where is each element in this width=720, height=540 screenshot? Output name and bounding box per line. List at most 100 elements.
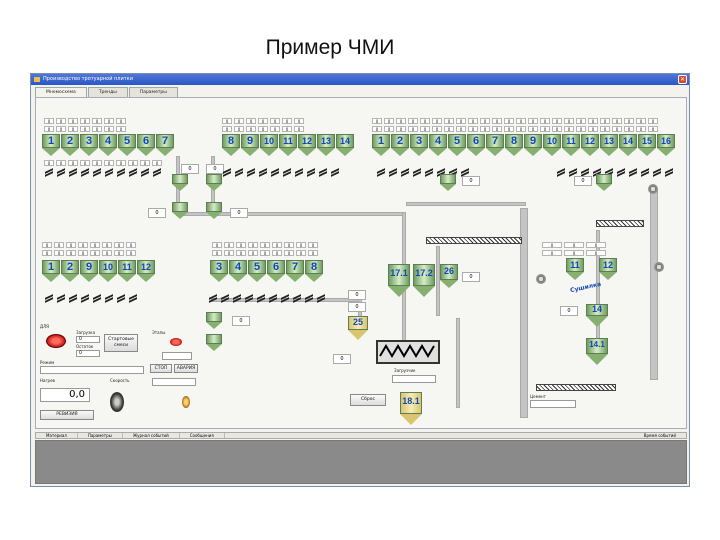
valve-icon[interactable]: [460, 167, 470, 177]
silo[interactable]: 6: [267, 260, 285, 282]
silo[interactable]: 12: [137, 260, 155, 282]
silo-14-1[interactable]: 14.1: [586, 338, 608, 372]
silo[interactable]: 12: [298, 134, 316, 156]
valve-icon[interactable]: [412, 167, 422, 177]
valve-icon[interactable]: [628, 167, 638, 177]
silo[interactable]: 1: [372, 134, 390, 156]
silo[interactable]: 13: [600, 134, 618, 156]
mixer[interactable]: [376, 340, 440, 364]
silo[interactable]: 15: [638, 134, 656, 156]
silo[interactable]: 4: [229, 260, 247, 282]
valve-icon[interactable]: [388, 167, 398, 177]
valve-icon[interactable]: [568, 167, 578, 177]
valve-icon[interactable]: [56, 293, 66, 303]
valve-icon[interactable]: [68, 167, 78, 177]
status-messages[interactable]: Сообщения: [180, 433, 225, 438]
weigh-hopper[interactable]: [206, 174, 222, 192]
valve-icon[interactable]: [400, 167, 410, 177]
valve-icon[interactable]: [140, 167, 150, 177]
emergency-stop-button[interactable]: [46, 334, 66, 348]
silo[interactable]: 12: [599, 258, 617, 280]
silo[interactable]: 6: [467, 134, 485, 156]
silo[interactable]: 16: [657, 134, 675, 156]
silo-17-2[interactable]: 17.2: [413, 264, 435, 298]
silo[interactable]: 7: [486, 134, 504, 156]
valve-icon[interactable]: [128, 293, 138, 303]
loaded-field[interactable]: 0: [76, 336, 100, 343]
silo[interactable]: 9: [80, 260, 98, 282]
valve-icon[interactable]: [268, 293, 278, 303]
silo[interactable]: 1: [42, 134, 60, 156]
valve-icon[interactable]: [640, 167, 650, 177]
silo[interactable]: 13: [317, 134, 335, 156]
event-log-panel[interactable]: [35, 440, 687, 484]
weigh-hopper[interactable]: [206, 312, 222, 330]
scheme-button[interactable]: Сброс: [350, 394, 386, 406]
valve-icon[interactable]: [556, 167, 566, 177]
valve-icon[interactable]: [92, 293, 102, 303]
silo[interactable]: 1: [42, 260, 60, 282]
silo[interactable]: 11: [562, 134, 580, 156]
tab-trends[interactable]: Тренды: [87, 87, 128, 97]
silo[interactable]: 5: [248, 260, 266, 282]
valve-icon[interactable]: [44, 293, 54, 303]
silo-14[interactable]: 14: [586, 304, 608, 328]
mixer-value-field[interactable]: [392, 375, 436, 383]
status-material[interactable]: Материал: [36, 433, 78, 438]
status-events[interactable]: Журнал событий: [123, 433, 180, 438]
valve-icon[interactable]: [304, 293, 314, 303]
valve-icon[interactable]: [128, 167, 138, 177]
silo[interactable]: 11: [279, 134, 297, 156]
valve-icon[interactable]: [68, 293, 78, 303]
silo[interactable]: 5: [118, 134, 136, 156]
silo[interactable]: 10: [543, 134, 561, 156]
valve-icon[interactable]: [318, 167, 328, 177]
silo[interactable]: 9: [524, 134, 542, 156]
silo-25[interactable]: 25: [348, 316, 368, 342]
silo[interactable]: 12: [581, 134, 599, 156]
valve-icon[interactable]: [258, 167, 268, 177]
silo[interactable]: 5: [448, 134, 466, 156]
silo[interactable]: 3: [410, 134, 428, 156]
valve-icon[interactable]: [220, 293, 230, 303]
silo[interactable]: 8: [222, 134, 240, 156]
weigh-hopper[interactable]: [172, 202, 188, 220]
silo[interactable]: 14: [619, 134, 637, 156]
silo[interactable]: 14: [336, 134, 354, 156]
valve-icon[interactable]: [116, 293, 126, 303]
start-mix-button[interactable]: Стартовые смеси: [104, 334, 138, 352]
silo[interactable]: 4: [99, 134, 117, 156]
silo[interactable]: 2: [61, 134, 79, 156]
silo[interactable]: 2: [61, 260, 79, 282]
silo[interactable]: 3: [80, 134, 98, 156]
valve-icon[interactable]: [222, 167, 232, 177]
weigh-hopper[interactable]: [206, 334, 222, 352]
tab-mnemo[interactable]: Мнемосхема: [35, 87, 87, 97]
valve-icon[interactable]: [282, 167, 292, 177]
silo[interactable]: 2: [391, 134, 409, 156]
valve-icon[interactable]: [424, 167, 434, 177]
conveyor[interactable]: [596, 220, 644, 227]
silo-18-1[interactable]: 18.1: [400, 392, 422, 426]
valve-icon[interactable]: [232, 293, 242, 303]
weigh-hopper[interactable]: [172, 174, 188, 192]
silo[interactable]: 10: [99, 260, 117, 282]
status-params[interactable]: Параметры: [78, 433, 123, 438]
silo-17-1[interactable]: 17.1: [388, 264, 410, 298]
silo[interactable]: 8: [505, 134, 523, 156]
mode-select[interactable]: [40, 366, 144, 374]
valve-icon[interactable]: [104, 167, 114, 177]
valve-icon[interactable]: [152, 167, 162, 177]
motor-icon[interactable]: [654, 262, 664, 272]
silo[interactable]: 11: [118, 260, 136, 282]
stop-button[interactable]: СТОП: [150, 364, 172, 373]
close-button[interactable]: ✕: [678, 75, 687, 84]
valve-icon[interactable]: [292, 293, 302, 303]
status-event-time[interactable]: Время событий: [643, 433, 676, 438]
valve-icon[interactable]: [104, 293, 114, 303]
loader-select[interactable]: [152, 378, 196, 386]
value-display[interactable]: 0,0: [40, 388, 90, 402]
conveyor[interactable]: [536, 384, 616, 391]
valve-icon[interactable]: [256, 293, 266, 303]
valve-icon[interactable]: [270, 167, 280, 177]
